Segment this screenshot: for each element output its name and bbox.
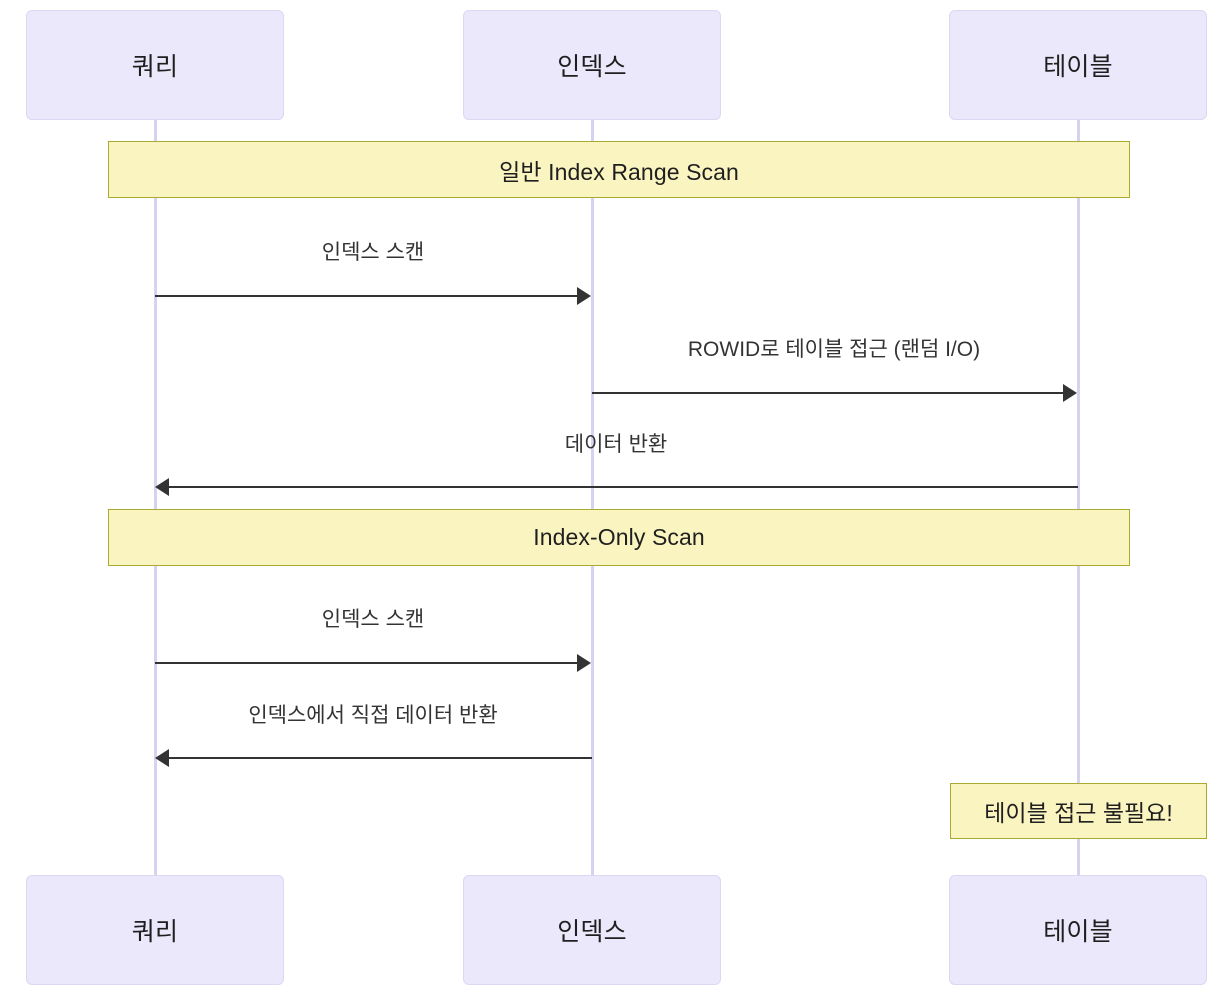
participant-index-top-label: 인덱스 [557, 53, 627, 81]
participant-table-bottom[interactable]: 테이블 [949, 875, 1207, 985]
lifeline-query [154, 120, 157, 875]
message-5-line [168, 757, 592, 759]
message-2-label: ROWID로 테이블 접근 (랜덤 I/O) [687, 338, 981, 361]
band-index-only-scan[interactable]: Index-Only Scan [108, 509, 1130, 566]
message-5-label: 인덱스에서 직접 데이터 반환 [248, 704, 498, 727]
message-4-label: 인덱스 스캔 [321, 608, 425, 631]
message-1-arrowhead-icon [577, 287, 591, 305]
note-no-table-access[interactable]: 테이블 접근 불필요! [950, 783, 1207, 839]
participant-index-top[interactable]: 인덱스 [463, 10, 721, 120]
message-1-line [155, 295, 578, 297]
participant-table-bottom-label: 테이블 [1043, 918, 1113, 946]
participant-index-bottom[interactable]: 인덱스 [463, 875, 721, 985]
lifeline-index [591, 120, 594, 875]
note-no-table-access-label: 테이블 접근 불필요! [984, 800, 1173, 826]
lifeline-table [1077, 120, 1080, 875]
participant-index-bottom-label: 인덱스 [557, 918, 627, 946]
band-index-range-scan[interactable]: 일반 Index Range Scan [108, 141, 1130, 198]
participant-query-bottom[interactable]: 쿼리 [26, 875, 284, 985]
message-2-line [592, 392, 1064, 394]
message-3-arrowhead-icon [155, 478, 169, 496]
participant-query-top[interactable]: 쿼리 [26, 10, 284, 120]
participant-table-top-label: 테이블 [1043, 53, 1113, 81]
participant-query-bottom-label: 쿼리 [131, 918, 179, 946]
message-4-arrowhead-icon [577, 654, 591, 672]
message-3-label: 데이터 반환 [564, 433, 668, 456]
message-1-label: 인덱스 스캔 [321, 241, 425, 264]
message-3-line [168, 486, 1078, 488]
message-4-line [155, 662, 578, 664]
participant-query-top-label: 쿼리 [131, 53, 179, 81]
message-2-arrowhead-icon [1063, 384, 1077, 402]
band-index-range-scan-label: 일반 Index Range Scan [499, 158, 739, 185]
participant-table-top[interactable]: 테이블 [949, 10, 1207, 120]
message-5-arrowhead-icon [155, 749, 169, 767]
band-index-only-scan-label: Index-Only Scan [533, 524, 705, 550]
